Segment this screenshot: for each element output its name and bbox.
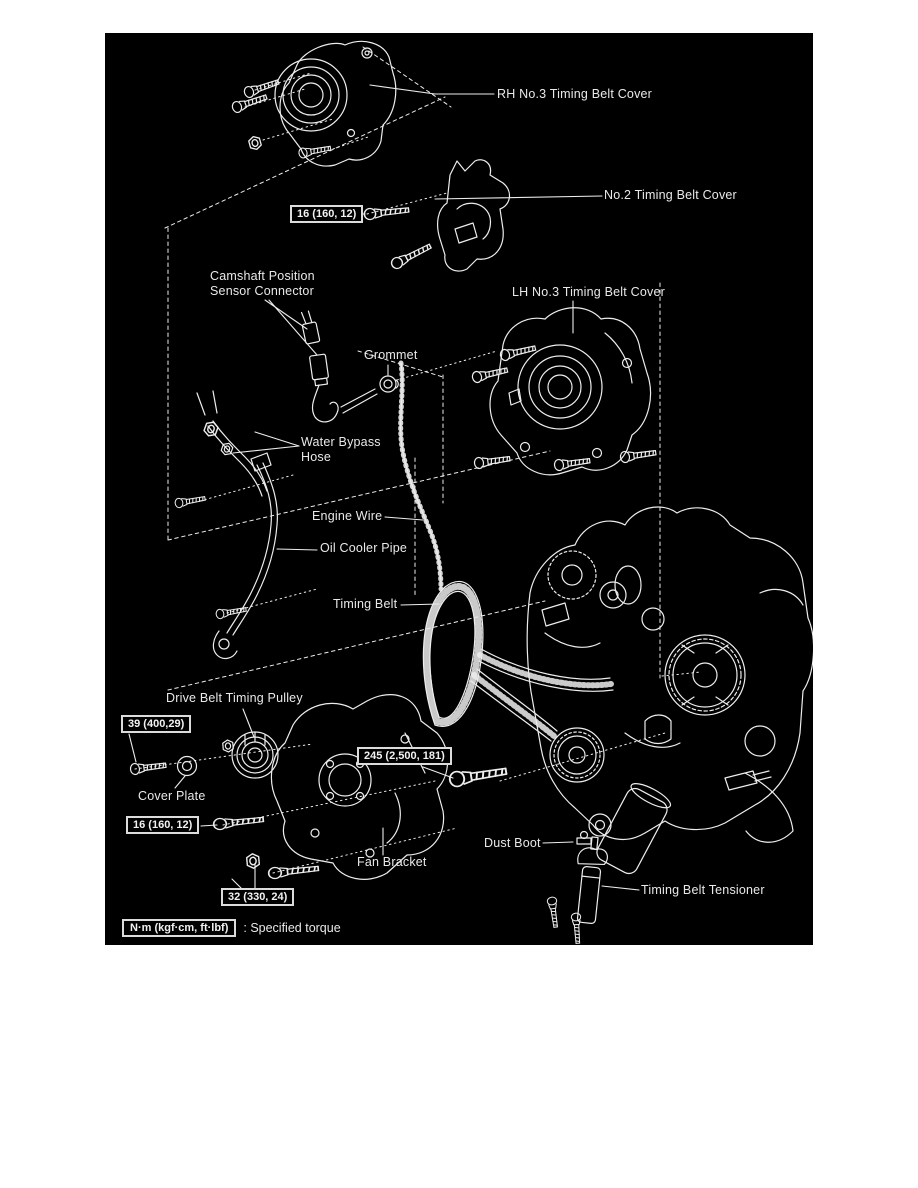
legend-description: : Specified torque [243, 921, 341, 935]
timing-belt-part [422, 580, 614, 742]
engine-block-part [526, 506, 813, 875]
torque-box-no2-cover-bolt: 16 (160, 12) [290, 205, 364, 223]
engine-line-art [128, 40, 813, 945]
label-lh-no3-timing-belt-cover: LH No.3 Timing Belt Cover [512, 285, 665, 299]
torque-box-fan-bracket-bolt-16: 16 (160, 12) [126, 816, 200, 834]
label-grommet: Grommet [364, 348, 418, 362]
label-rh-no3-timing-belt-cover: RH No.3 Timing Belt Cover [497, 87, 653, 101]
label-line-1: Camshaft Position [210, 269, 315, 283]
label-no2-timing-belt-cover: No.2 Timing Belt Cover [604, 188, 737, 202]
drive-belt-timing-pulley-part [231, 731, 279, 779]
label-camshaft-position-sensor-connector: Camshaft Position Sensor Connector [210, 269, 315, 299]
engine-wire-part [398, 360, 444, 592]
torque-box-crankshaft-pulley-bolt: 245 (2,500, 181) [357, 747, 452, 765]
no2-cover-part [363, 159, 510, 272]
torque-box-fan-bracket-bolt-32: 32 (330, 24) [221, 888, 295, 906]
label-fan-bracket: Fan Bracket [357, 855, 427, 869]
label-cover-plate: Cover Plate [138, 789, 206, 803]
torque-box-drive-pulley-bolt: 39 (400,29) [121, 715, 192, 733]
label-dust-boot: Dust Boot [484, 836, 541, 850]
label-timing-belt: Timing Belt [333, 597, 398, 611]
oil-cooler-pipe-part [212, 452, 278, 660]
timing-belt-exploded-diagram: RH No.3 Timing Belt Cover No.2 Timing Be… [105, 33, 813, 945]
camshaft-sensor-connector-part [300, 310, 378, 423]
grommet-part [379, 375, 399, 393]
lh-no3-cover-part [470, 307, 658, 476]
water-bypass-hose-part [173, 390, 268, 509]
label-line-2: Sensor Connector [210, 284, 314, 298]
legend-unit-box: N·m (kgf·cm, ft·lbf) [122, 919, 237, 937]
label-timing-belt-tensioner: Timing Belt Tensioner [641, 883, 765, 897]
label-line-1: Water Bypass [301, 435, 381, 449]
tensioner-part [546, 830, 608, 945]
label-drive-belt-timing-pulley: Drive Belt Timing Pulley [166, 691, 303, 705]
label-oil-cooler-pipe: Oil Cooler Pipe [320, 541, 408, 555]
label-line-2: Hose [301, 450, 331, 464]
rh-no3-cover-part [230, 40, 397, 167]
construction-plane-lines [164, 46, 661, 691]
torque-legend: N·m (kgf·cm, ft·lbf) : Specified torque [122, 919, 341, 937]
label-engine-wire: Engine Wire [312, 509, 383, 523]
label-water-bypass-hose: Water Bypass Hose [301, 435, 381, 465]
leader-lines [128, 84, 640, 891]
crankshaft-pulley-bolt-part [447, 762, 509, 789]
